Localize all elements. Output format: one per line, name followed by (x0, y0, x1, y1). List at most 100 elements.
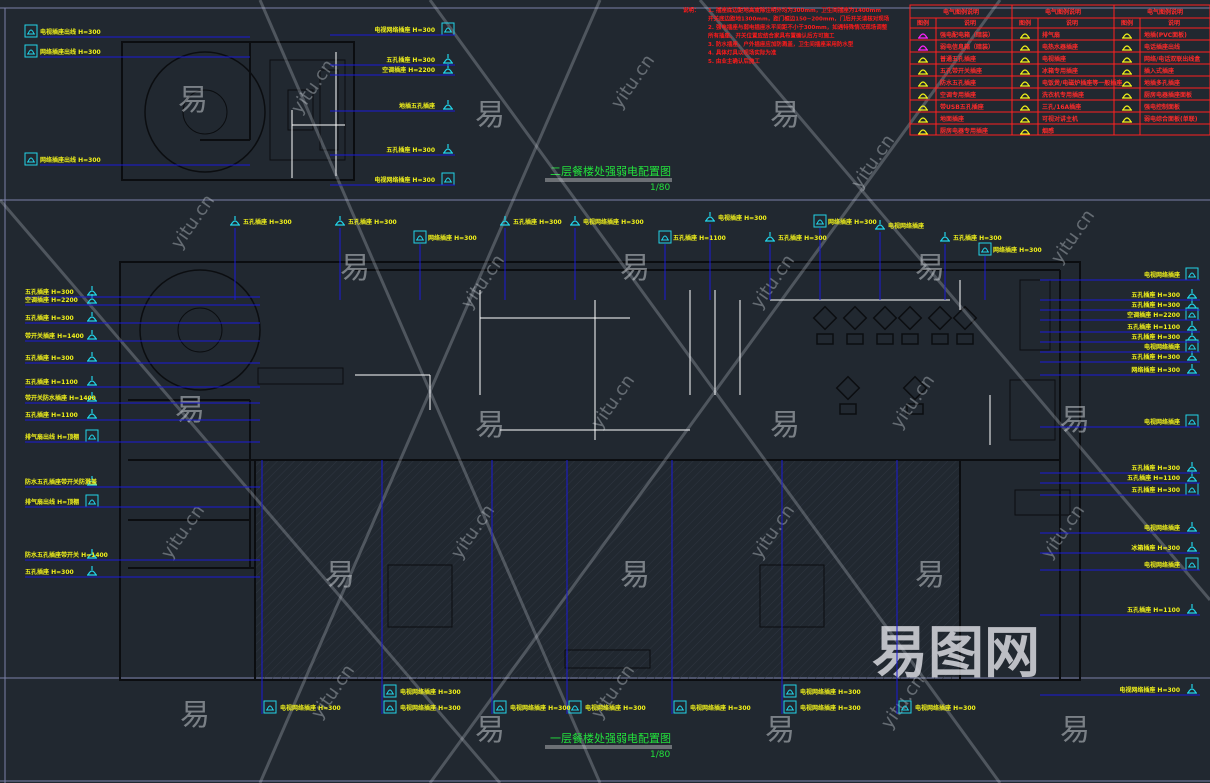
socket-label: 五孔插座 H=300 (778, 234, 827, 242)
socket-icon (87, 392, 97, 402)
tv-socket-icon (571, 705, 579, 711)
socket-symbols (24, 22, 1199, 714)
socket-icon (570, 216, 580, 226)
dining-table (927, 305, 953, 331)
leader-lines (25, 34, 1200, 714)
socket-label: 五孔插座 H=300 (25, 314, 74, 322)
note-line: 所有插座、开关位置应结合家具布置确认后方可施工 (708, 32, 835, 40)
tv-socket-icon (813, 214, 827, 228)
lower-plan-title: 一层餐楼处强弱电配置图 (550, 731, 671, 745)
socket-icon (87, 476, 97, 486)
tv-socket-icon (1188, 487, 1196, 493)
legend-symbol-icon (918, 57, 928, 63)
legend-item: 强电配电箱（暗装） (940, 31, 994, 39)
chair (906, 403, 924, 415)
legend-item: 三孔/16A插座 (1042, 103, 1081, 111)
legend-symbol-icon (1122, 69, 1132, 75)
watermark-glyph: 易 (915, 558, 945, 593)
watermark-stroke (428, 0, 1002, 783)
legend-item: 洗衣机专用插座 (1042, 91, 1084, 99)
legend-header: 电气图例说明 (1147, 8, 1183, 16)
socket-icon (940, 232, 950, 242)
tv-socket-icon (1185, 267, 1199, 281)
socket-icon (1187, 542, 1197, 552)
socket-label: 冰箱插座 H=300 (1131, 544, 1180, 552)
socket-label: 五孔插座 H=300 (348, 218, 397, 226)
legend-item: 网络/电话双联出线盒 (1144, 55, 1201, 63)
socket-icon (1187, 604, 1197, 614)
tv-socket-icon (444, 27, 452, 33)
watermark-site: yitu.cn (747, 251, 799, 313)
socket-label: 五孔插座 H=1100 (25, 378, 78, 386)
socket-label: 五孔插座 H=300 (1131, 464, 1180, 472)
socket-label: 电视网络插座 (1144, 271, 1180, 279)
dining-table (897, 305, 923, 331)
legend-symbol-icon (1020, 117, 1030, 123)
tv-socket-icon (901, 705, 909, 711)
legend-item: 弱电信息箱（暗装） (940, 43, 994, 51)
watermark-glyph: 易 (340, 251, 370, 286)
legend-symbol-icon (918, 69, 928, 75)
lower-plan-scale: 1/80 (650, 750, 670, 760)
watermark-glyph: 易 (770, 98, 800, 133)
legend-symbol-icon (918, 33, 928, 39)
legend-item: 电话插座出线 (1144, 43, 1180, 51)
socket-label: 带开关插座 H=1400 (25, 332, 84, 340)
legend-col-desc: 说明 (1168, 19, 1180, 27)
socket-label: 电视网络插座 H=300 (800, 704, 861, 712)
socket-label: 电视网络插座 H=300 (374, 176, 435, 184)
watermark-stroke (258, 0, 602, 783)
chair (876, 333, 894, 345)
watermark-glyph: 易 (475, 713, 505, 748)
note-line: 4. 具体灯具以现场实际为准 (708, 49, 777, 57)
legend-symbol-icon (1122, 93, 1132, 99)
socket-icon (443, 54, 453, 64)
note-line: 2. 强电插座与弱电插座水平间距不小于300mm，如遇特殊情况现场调整 (708, 23, 888, 31)
socket-icon (443, 100, 453, 110)
legend-item: 厨房电器专用插座 (940, 127, 988, 135)
watermark-stroke (258, 0, 602, 783)
watermark-site: yitu.cn (1047, 206, 1099, 268)
lower-wiring (355, 280, 991, 445)
tv-socket-icon (1185, 482, 1199, 496)
watermark-brand: 易图网 (872, 621, 1040, 686)
tv-socket-icon (673, 700, 687, 714)
socket-icon (875, 220, 885, 230)
socket-icon (1187, 462, 1197, 472)
socket-label: 五孔插座 H=300 (1131, 353, 1180, 361)
legend-symbol-icon (918, 45, 928, 51)
socket-icon (87, 409, 97, 419)
chair (816, 333, 834, 345)
tv-socket-icon (568, 700, 582, 714)
socket-icon (1187, 364, 1197, 374)
legend-symbol-icon (1020, 57, 1030, 63)
dining-table (842, 305, 868, 331)
note-line: 开关底边距地1300mm，距门框边150~200mm，门后开关请核对现场 (708, 15, 890, 23)
socket-label: 五孔插座 H=300 (513, 218, 562, 226)
socket-icon (1187, 321, 1197, 331)
socket-label: 网络插座出线 H=300 (40, 48, 101, 56)
legend-symbol-icon (1122, 57, 1132, 63)
tv-socket-icon (263, 700, 277, 714)
tv-socket-icon (441, 172, 455, 186)
tv-socket-icon (444, 177, 452, 183)
legend-symbol-icon (918, 105, 928, 111)
dining-table (872, 305, 898, 331)
lower-floor-plan (119, 261, 1081, 681)
note-line: 1. 插座底边距地高度除注明外均为300mm，卫生间插座为1400mm (708, 6, 881, 14)
legend-symbol-icon (1122, 105, 1132, 111)
socket-icon (443, 144, 453, 154)
legend-item: 防水五孔插座 (940, 79, 976, 87)
legend-item: 插入式插座 (1144, 67, 1174, 75)
tv-socket-icon (386, 705, 394, 711)
legend-header: 电气图例说明 (943, 8, 979, 16)
legend-item: 烟感 (1042, 127, 1054, 135)
tv-socket-icon (85, 429, 99, 443)
tv-socket-icon (416, 235, 424, 241)
legend-item: 地面插座 (940, 115, 964, 123)
socket-label: 空调插座 H=2200 (25, 296, 78, 304)
tv-socket-icon (1185, 557, 1199, 571)
tv-socket-icon (981, 247, 989, 253)
drawing-frame (0, 7, 1210, 783)
